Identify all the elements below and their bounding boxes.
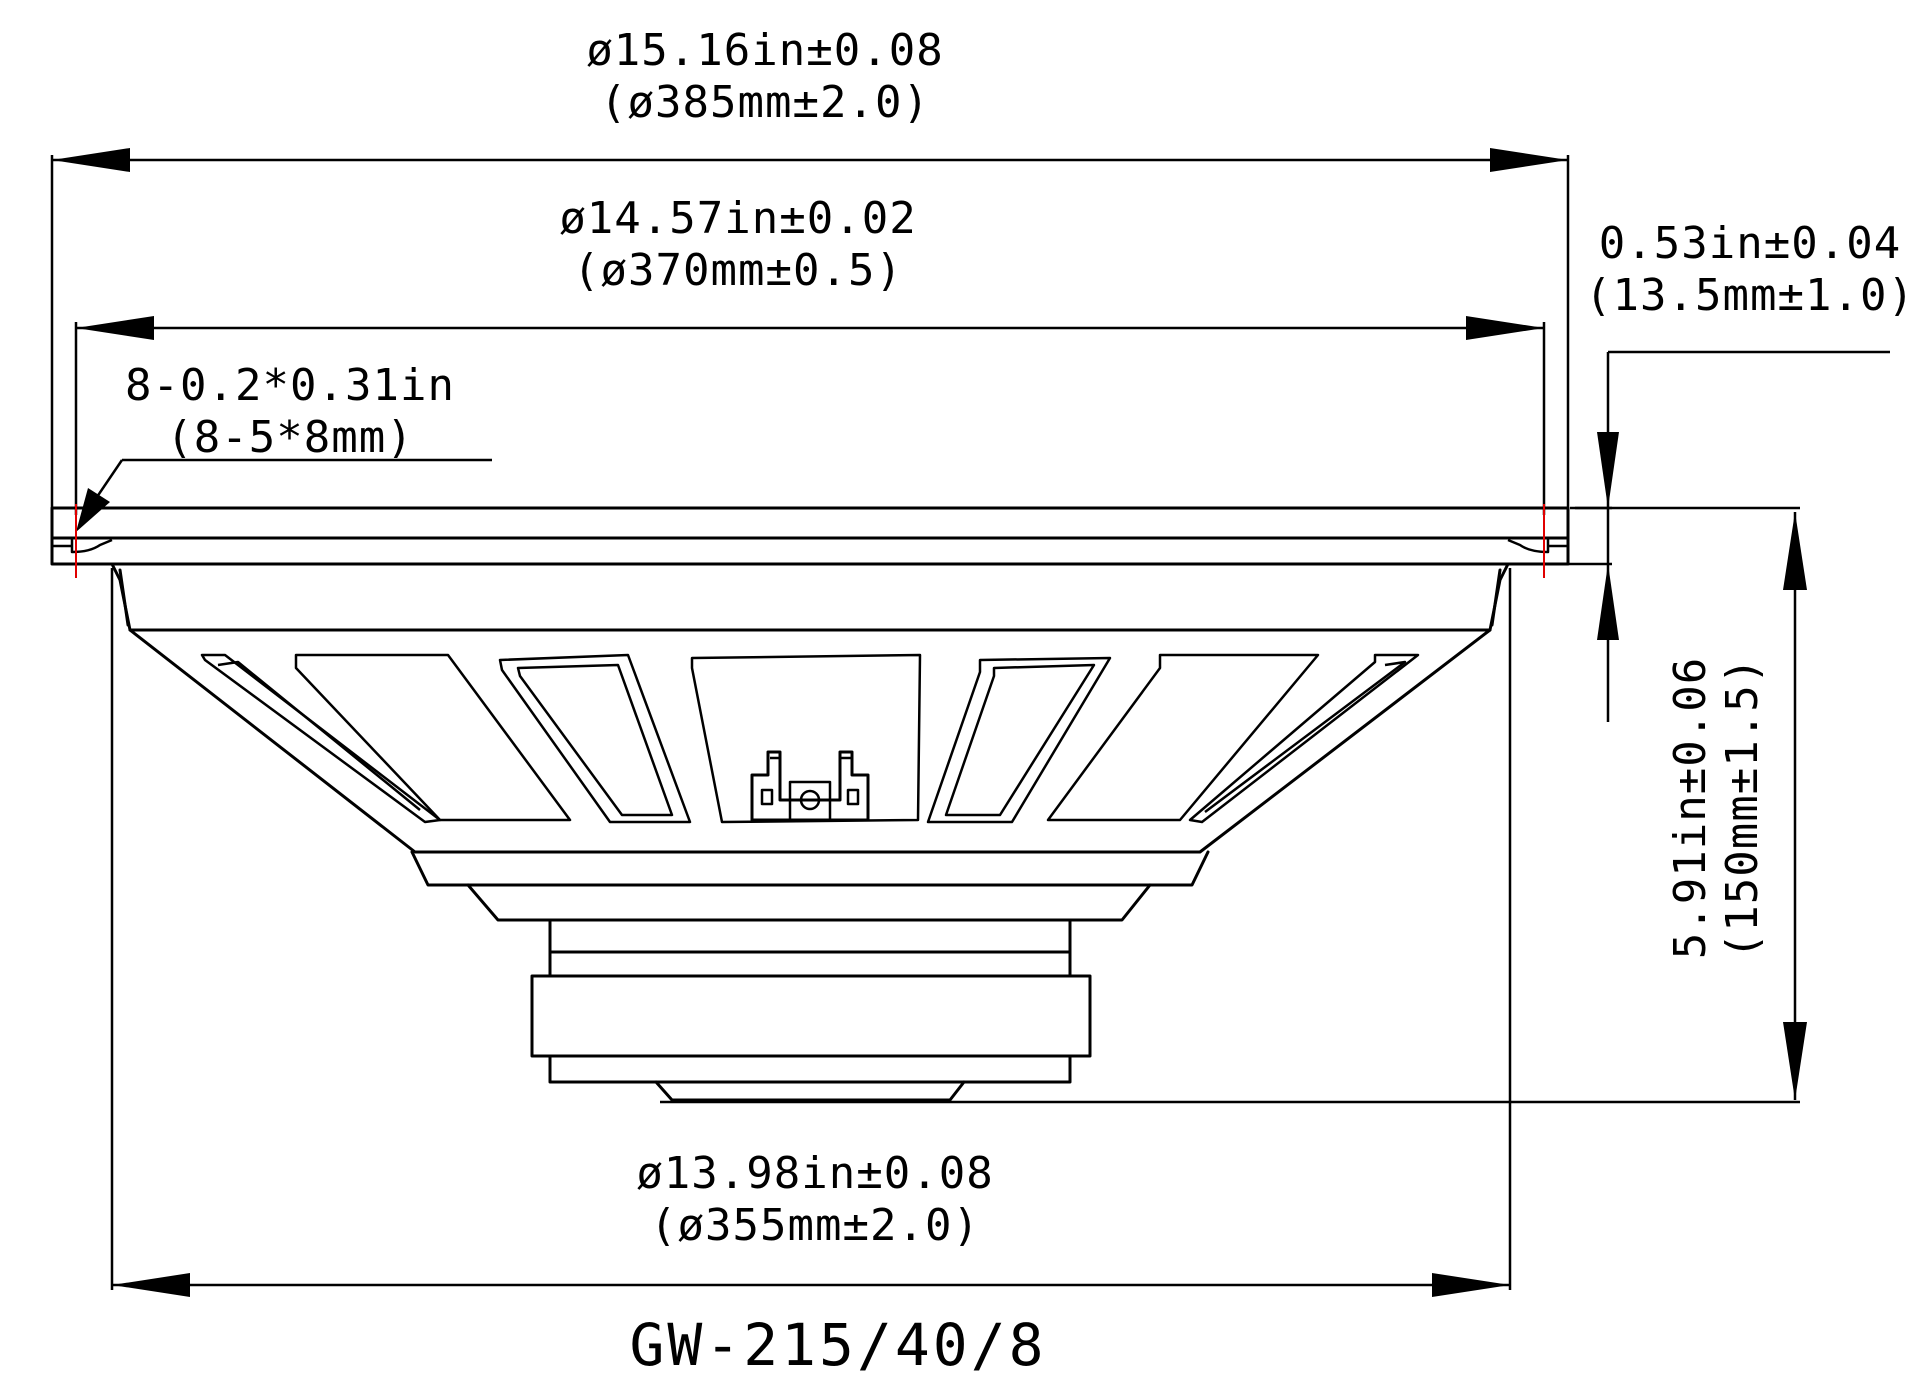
basket-lower-ring — [410, 850, 1210, 887]
magnet — [530, 974, 1092, 1058]
magnet-top-plate — [548, 950, 1072, 978]
baffle-diameter-inch: ø14.57in±0.02 — [559, 193, 916, 244]
mounting-depth-inch: 5.91in±0.06 — [1665, 657, 1716, 959]
cutout-diameter-inch: ø13.98in±0.08 — [636, 1148, 993, 1199]
mounting-holes-mm: (8-5*8mm) — [166, 412, 413, 463]
basket-windows — [200, 653, 1420, 824]
baffle-diameter-mm: (ø370mm±0.5) — [573, 245, 903, 296]
baffle-diameter-dimension: ø14.57in±0.02 (ø370mm±0.5) — [74, 193, 1546, 515]
flange-top-ring — [50, 506, 1570, 540]
flange-thickness-mm: (13.5mm±1.0) — [1585, 270, 1915, 321]
basket-neck — [466, 883, 1152, 922]
mounting-holes-inch: 8-0.2*0.31in — [125, 360, 455, 411]
mounting-depth-mm: (150mm±1.5) — [1717, 657, 1768, 959]
terminal-block — [750, 750, 870, 822]
pole-vent — [654, 1080, 966, 1102]
magnet-back-plate — [548, 1054, 1072, 1084]
outer-diameter-mm: (ø385mm±2.0) — [600, 77, 930, 128]
mounting-holes-callout: 8-0.2*0.31in (8-5*8mm) — [76, 360, 492, 532]
speaker-body — [50, 504, 1570, 1102]
outer-diameter-inch: ø15.16in±0.08 — [586, 25, 943, 76]
cutout-diameter-dimension: ø13.98in±0.08 (ø355mm±2.0) — [110, 568, 1512, 1297]
model-label: GW-215/40/8 — [629, 1311, 1046, 1379]
flange-bottom-ring — [50, 536, 1570, 566]
flange-thickness-inch: 0.53in±0.04 — [1599, 218, 1901, 269]
cutout-diameter-mm: (ø355mm±2.0) — [650, 1200, 980, 1251]
flange-thickness-dimension: 0.53in±0.04 (13.5mm±1.0) — [1568, 218, 1915, 722]
mounting-depth-dimension: 5.91in±0.06 (150mm±1.5) — [660, 506, 1807, 1104]
outer-diameter-dimension: ø15.16in±0.08 (ø385mm±2.0) — [50, 25, 1570, 515]
